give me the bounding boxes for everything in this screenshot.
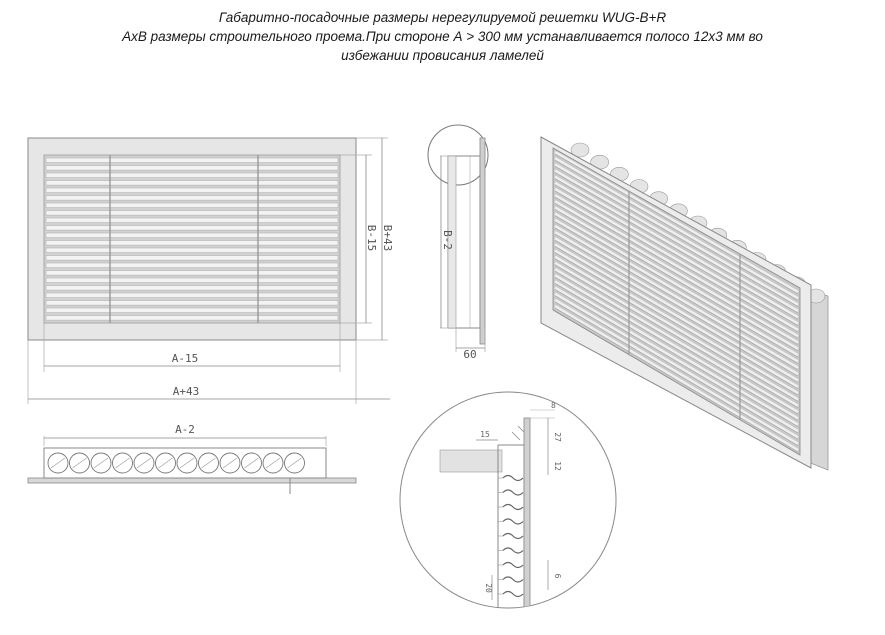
- front-louvers: [45, 157, 339, 321]
- dim-label-12: 12: [553, 461, 562, 471]
- side-flange: [479, 137, 486, 345]
- louver-end-bump: [570, 142, 590, 158]
- front-louver-slat: [45, 300, 339, 306]
- bottom-body: [43, 447, 327, 479]
- perspective-louver-slat: [554, 212, 799, 357]
- detail-blade: [502, 532, 524, 540]
- detail-blade: [502, 590, 524, 598]
- dim-label-6: 6: [553, 574, 562, 579]
- perspective-louver-slat: [554, 243, 799, 388]
- detail-circle: [399, 391, 617, 609]
- perspective-view: [540, 136, 829, 471]
- perspective-louver-slat: [554, 157, 799, 300]
- title-block: Габаритно-посадочные размеры нерегулируе…: [0, 8, 885, 65]
- dim-label-a-plus-43: A+43: [173, 385, 200, 398]
- dim-label-b-minus-2: B-2: [441, 230, 454, 250]
- dim-label-depth-60: 60: [463, 348, 476, 361]
- front-louver-slat: [45, 217, 339, 223]
- front-louver-slat: [45, 180, 339, 186]
- front-louver-slat: [45, 195, 339, 201]
- detail-blade: [502, 474, 524, 482]
- perspective-louver-slat: [554, 298, 799, 445]
- front-louver-slat: [45, 307, 339, 313]
- detail-blade: [502, 489, 524, 496]
- detail-wall-section: [439, 449, 503, 473]
- title-line-2: АxВ размеры строительного проема.При сто…: [122, 29, 763, 44]
- front-view: A-15 A+43 B-15 B+43: [27, 137, 394, 404]
- perspective-louver-slat: [554, 268, 799, 414]
- perspective-louver-slat: [554, 169, 799, 312]
- perspective-louver-slat: [554, 280, 799, 426]
- bottom-flange: [27, 477, 357, 484]
- dim-label-15: 15: [480, 430, 490, 439]
- detail-view: 15 8 27 12 6 20: [399, 391, 617, 609]
- detail-blade: [502, 561, 524, 569]
- detail-flange: [523, 417, 531, 608]
- detail-blade: [502, 518, 524, 525]
- front-louver-slat: [45, 202, 339, 208]
- perspective-louver-slat: [554, 206, 799, 350]
- front-louver-slat: [45, 292, 339, 298]
- detail-blade: [502, 503, 524, 511]
- perspective-louver-slat: [554, 261, 799, 407]
- bottom-louver-profiles: [47, 452, 305, 474]
- front-louver-slat: [45, 232, 339, 238]
- front-louver-slat: [45, 285, 339, 291]
- perspective-louver-slat: [554, 274, 799, 420]
- perspective-louver-slat: [554, 175, 799, 319]
- perspective-louver-slat: [554, 218, 799, 363]
- perspective-louver-slat: [554, 224, 799, 369]
- dim-label-8: 8: [551, 401, 556, 410]
- front-louver-slat: [45, 187, 339, 193]
- perspective-louver-slat: [554, 231, 799, 376]
- dim-label-b-minus-15: B-15: [365, 225, 378, 252]
- front-louver-slat: [45, 315, 339, 321]
- perspective-louver-slat: [554, 255, 799, 401]
- front-louver-slat: [45, 255, 339, 261]
- side-view: B-2 60: [427, 124, 489, 361]
- perspective-louver-slat: [554, 249, 799, 395]
- front-louver-slat: [45, 172, 339, 178]
- dim-label-a-minus-2: A-2: [175, 423, 195, 436]
- detail-callout-circle: [427, 124, 489, 186]
- title-line-1: Габаритно-посадочные размеры нерегулируе…: [218, 10, 667, 25]
- perspective-louver-slat: [554, 181, 799, 325]
- front-louver-slat: [45, 262, 339, 268]
- bottom-view: A-2: [27, 423, 357, 494]
- title-line-3: избежании провисания ламелей: [341, 48, 544, 63]
- perspective-louver-slat: [554, 150, 799, 294]
- detail-blade: [502, 547, 524, 554]
- front-louver-slat: [45, 270, 339, 276]
- perspective-louver-slat: [554, 187, 799, 331]
- perspective-louver-slat: [554, 163, 799, 306]
- dim-label-27: 27: [553, 432, 562, 442]
- front-louver-slat: [45, 157, 339, 163]
- perspective-louver-slat: [554, 292, 799, 439]
- dim-label-b-plus-43: B+43: [381, 225, 394, 252]
- front-louver-slat: [45, 277, 339, 283]
- perspective-louvers: [554, 150, 799, 453]
- perspective-louver-slat: [554, 237, 799, 382]
- detail-louver-blades: [498, 474, 524, 598]
- front-louver-slat: [45, 240, 339, 246]
- perspective-louver-slat: [554, 200, 799, 344]
- front-louver-slat: [45, 225, 339, 231]
- dim-label-20: 20: [484, 583, 493, 593]
- perspective-louver-slat: [554, 194, 799, 338]
- perspective-louver-slat: [554, 304, 799, 452]
- front-louver-slat: [45, 210, 339, 216]
- front-louver-slat: [45, 247, 339, 253]
- dim-label-a-minus-15: A-15: [172, 352, 199, 365]
- perspective-louver-slat: [554, 286, 799, 433]
- front-louver-slat: [45, 165, 339, 171]
- detail-blade: [502, 576, 524, 583]
